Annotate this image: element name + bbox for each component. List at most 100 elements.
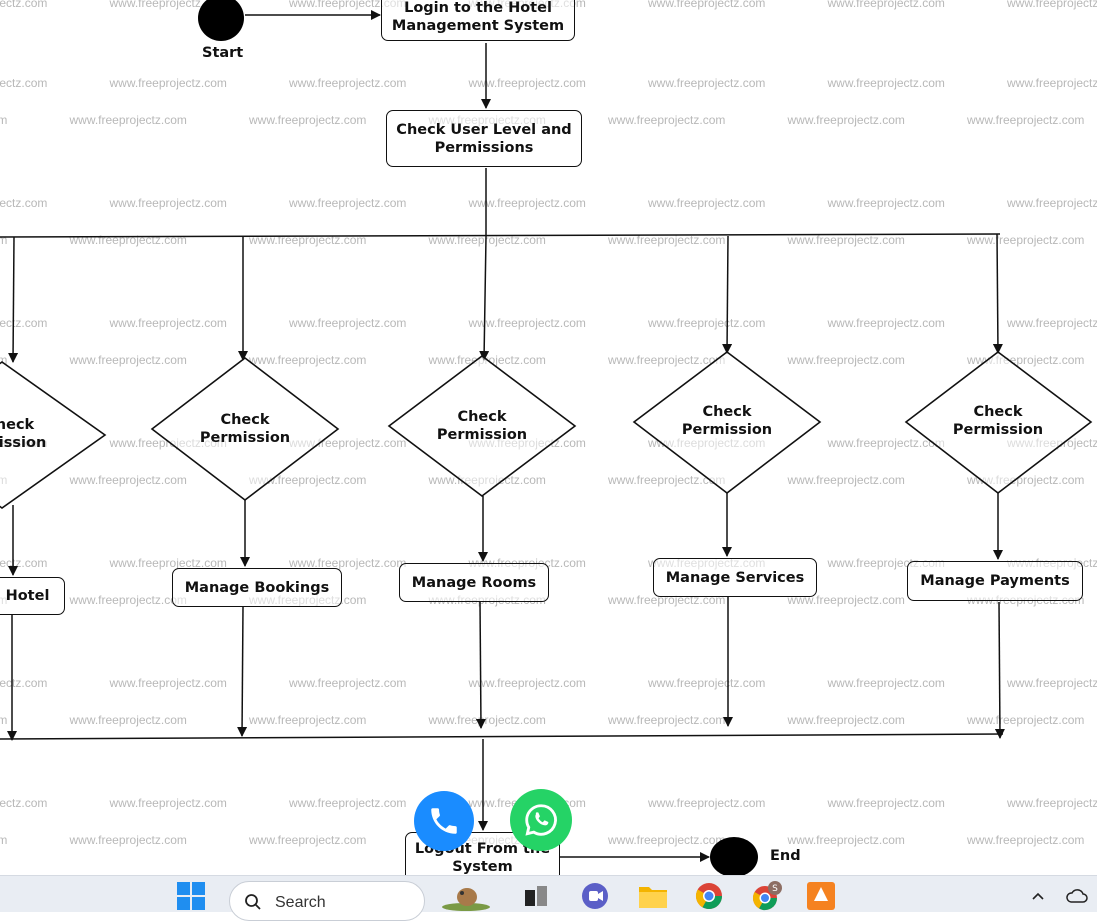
- watermark-text: www.freeprojectz.com: [1007, 796, 1097, 810]
- watermark-text: www.freeprojectz.com: [827, 0, 945, 10]
- watermark-text: www.freeprojectz.com: [608, 113, 726, 127]
- search-icon: [245, 894, 261, 910]
- watermark-text: www.freeprojectz.com: [787, 713, 905, 727]
- decision-label-3: Check Permission: [436, 409, 528, 443]
- whatsapp-button[interactable]: [510, 789, 572, 851]
- file-explorer-icon[interactable]: [636, 880, 670, 912]
- decision-label-5: Check Permission: [952, 404, 1044, 438]
- watermark-text: www.freeprojectz.com: [109, 316, 227, 330]
- watermark-text: www.freeprojectz.com: [787, 473, 905, 487]
- taskbar-search-box[interactable]: Search: [229, 881, 425, 921]
- start-node: [198, 0, 244, 41]
- check-user-level-activity: Check User Level and Permissions: [386, 110, 582, 167]
- watermark-text: www.freeprojectz.com: [109, 0, 227, 10]
- watermark-text: www.freeprojectz.com: [648, 796, 766, 810]
- watermark-text: www.freeprojectz.com: [289, 0, 407, 10]
- watermark-text: www.freeprojectz.com: [0, 113, 8, 127]
- watermark-text: www.freeprojectz.com: [468, 676, 586, 690]
- edge-action-merge-5: [994, 601, 1005, 739]
- watermark-text: www.freeprojectz.com: [468, 196, 586, 210]
- chrome-badge: S: [772, 884, 778, 894]
- watermark-text: www.freeprojectz.com: [608, 833, 726, 847]
- watermark-text: www.freeprojectz.com: [1007, 676, 1097, 690]
- video-call-icon[interactable]: [578, 880, 612, 912]
- decision-label-4: Check Permission: [681, 404, 773, 438]
- watermark-text: www.freeprojectz.com: [109, 556, 227, 570]
- chrome-profile-icon[interactable]: S: [748, 880, 786, 912]
- watermark-text: www.freeprojectz.com: [967, 113, 1085, 127]
- watermark-text: www.freeprojectz.com: [0, 796, 48, 810]
- watermark-text: www.freeprojectz.com: [787, 113, 905, 127]
- watermark-text: www.freeprojectz.com: [0, 316, 48, 330]
- watermark-text: www.freeprojectz.com: [648, 0, 766, 10]
- watermark-text: www.freeprojectz.com: [827, 796, 945, 810]
- diagram-canvas: www.freeprojectz.com www.freeprojectz.com…: [0, 0, 1097, 875]
- watermark-text: www.freeprojectz.com: [0, 76, 48, 90]
- windows-start-icon[interactable]: [175, 880, 207, 912]
- decision-diamond-4: [632, 350, 822, 495]
- watermark-text: www.freeprojectz.com: [109, 796, 227, 810]
- watermark-text: www.freeprojectz.com: [1007, 316, 1097, 330]
- taskbar: S: [0, 875, 1097, 912]
- merge-bar: [0, 733, 1004, 740]
- login-activity: Login to the Hotel Management System: [381, 0, 575, 41]
- manage-payments-activity: Manage Payments: [907, 561, 1083, 601]
- watermark-text: www.freeprojectz.com: [69, 353, 187, 367]
- watermark-text: www.freeprojectz.com: [967, 713, 1085, 727]
- decision-diamond-5: [904, 350, 1093, 495]
- watermark-text: www.freeprojectz.com: [289, 76, 407, 90]
- watermark-text: www.freeprojectz.com: [109, 76, 227, 90]
- phone-icon: [431, 808, 457, 834]
- watermark-text: www.freeprojectz.com: [69, 593, 187, 607]
- edge-action-merge-2: [237, 606, 248, 737]
- watermark-text: www.freeprojectz.com: [648, 196, 766, 210]
- watermark-text: www.freeprojectz.com: [289, 676, 407, 690]
- watermark-text: www.freeprojectz.com: [827, 436, 945, 450]
- flow-connectors: [0, 0, 1093, 875]
- chrome-icon[interactable]: [692, 880, 726, 912]
- watermark-text: www.freeprojectz.com: [249, 473, 367, 487]
- search-placeholder: Search: [275, 894, 326, 911]
- watermark-text: www.freeprojectz.com: [827, 76, 945, 90]
- watermark-text: www.freeprojectz.com: [109, 196, 227, 210]
- start-label: Start: [202, 45, 244, 61]
- edge-action-merge-3: [475, 601, 486, 729]
- widgets-weather-icon[interactable]: [434, 880, 498, 912]
- decision-diamond-2: [150, 356, 340, 502]
- watermark-text: www.freeprojectz.com: [249, 353, 367, 367]
- watermark-text: www.freeprojectz.com: [827, 196, 945, 210]
- app-icon[interactable]: [804, 880, 838, 912]
- watermark-text: www.freeprojectz.com: [289, 196, 407, 210]
- manage-hotel-activity: Hotel: [0, 577, 65, 615]
- watermark-text: www.freeprojectz.com: [0, 233, 8, 247]
- watermark-text: www.freeprojectz.com: [289, 796, 407, 810]
- watermark-text: www.freeprojectz.com: [787, 353, 905, 367]
- end-label: End: [770, 848, 801, 864]
- watermark-text: www.freeprojectz.com: [608, 233, 726, 247]
- end-node: [710, 837, 758, 875]
- phone-call-button[interactable]: [414, 791, 474, 851]
- watermark-text: www.freeprojectz.com: [648, 76, 766, 90]
- watermark-text: www.freeprojectz.com: [468, 316, 586, 330]
- watermark-text: www.freeprojectz.com: [967, 833, 1085, 847]
- watermark-text: www.freeprojectz.com: [428, 233, 546, 247]
- task-view-icon[interactable]: [520, 880, 552, 912]
- manage-rooms-activity: Manage Rooms: [399, 563, 549, 602]
- decision-diamond-3: [387, 354, 577, 498]
- watermark-text: www.freeprojectz.com: [249, 833, 367, 847]
- cloud-icon[interactable]: [1063, 880, 1091, 912]
- watermark-text: www.freeprojectz.com: [69, 473, 187, 487]
- decision-diamond-1: [0, 361, 107, 509]
- manage-bookings-activity: Manage Bookings: [172, 568, 342, 607]
- watermark-text: www.freeprojectz.com: [0, 713, 8, 727]
- watermark-text: www.freeprojectz.com: [0, 196, 48, 210]
- watermark-text: www.freeprojectz.com: [648, 676, 766, 690]
- edge-split-decision-5: [992, 233, 1003, 354]
- watermark-text: www.freeprojectz.com: [109, 676, 227, 690]
- watermark-text: www.freeprojectz.com: [787, 233, 905, 247]
- chevron-up-icon[interactable]: [1026, 880, 1050, 912]
- watermark-text: www.freeprojectz.com: [428, 713, 546, 727]
- watermark-text: www.freeprojectz.com: [69, 113, 187, 127]
- watermark-text: www.freeprojectz.com: [1007, 0, 1097, 10]
- whatsapp-icon: [525, 804, 557, 836]
